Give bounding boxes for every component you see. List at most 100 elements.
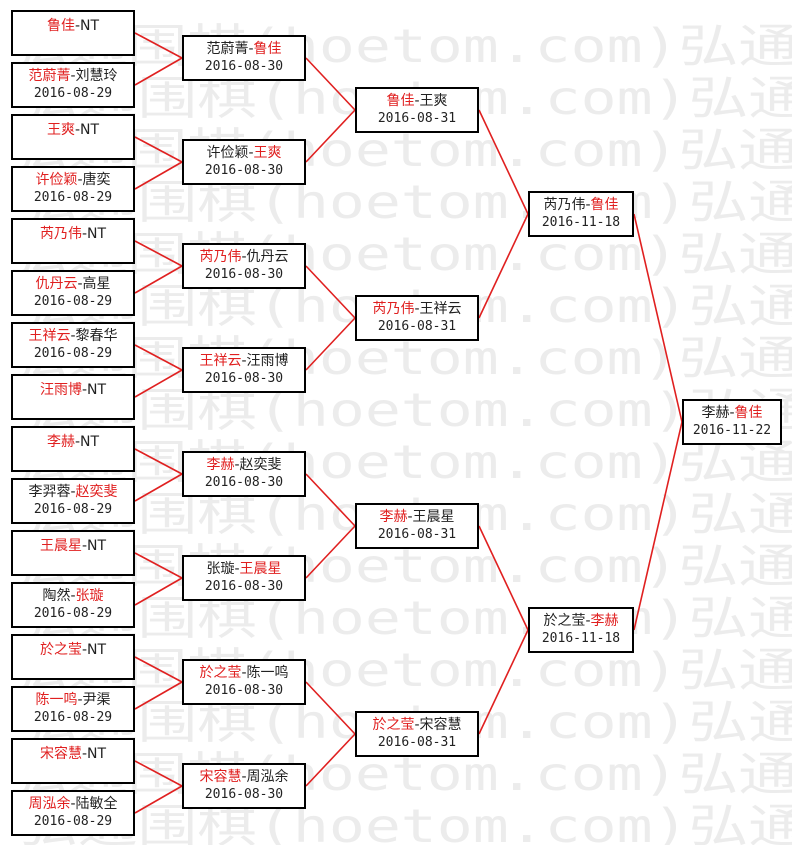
separator: - (70, 68, 76, 84)
match-box: 於之莹-NT (11, 634, 135, 680)
player-name: 赵奕斐 (239, 457, 282, 473)
connector-line (478, 213, 529, 319)
match-players: 李赫-NT (13, 433, 133, 451)
player-name: 汪雨博 (39, 382, 82, 398)
match-players: 汪雨博-NT (13, 381, 133, 399)
separator: - (70, 484, 76, 500)
player-name: 许俭颖 (206, 145, 249, 161)
separator: - (81, 382, 88, 398)
separator: - (729, 405, 735, 421)
player-name: 鲁佳 (386, 93, 415, 109)
match-players: 仇丹云-高星 (13, 275, 133, 293)
match-players: 李赫-赵奕斐 (184, 456, 304, 474)
connector-line (134, 240, 183, 267)
connector-line (134, 552, 183, 579)
player-name: 张璇 (206, 561, 235, 577)
player-name: 王晨星 (239, 561, 282, 577)
player-name: 李赫 (379, 509, 408, 525)
player-name: 鲁佳 (590, 197, 619, 213)
player-name: 陈一鸣 (35, 692, 78, 708)
player-name: 鲁佳 (734, 405, 763, 421)
connector-line (305, 681, 356, 735)
match-players: 周泓余-陆敏全 (13, 795, 133, 813)
player-name: 陆敏全 (75, 796, 118, 812)
player-name: 王祥云 (199, 353, 242, 369)
separator: - (248, 41, 254, 57)
player-name: 仇丹云 (35, 276, 78, 292)
match-players: 於之莹-李赫 (530, 612, 632, 630)
match-date: 2016-08-29 (33, 710, 113, 725)
player-name: NT (87, 382, 107, 398)
connector-line (478, 525, 529, 631)
match-date: 2016-08-30 (204, 683, 284, 698)
separator: - (81, 226, 88, 242)
match-date: 2016-08-30 (204, 267, 284, 282)
player-name: 鲁佳 (253, 41, 282, 57)
player-name: 李羿蓉 (28, 484, 71, 500)
match-players: 鲁佳-王爽 (357, 92, 477, 110)
match-box: 芮乃伟-NT (11, 218, 135, 264)
separator: - (241, 665, 247, 681)
match-players: 范蔚菁-刘慧玲 (13, 67, 133, 85)
player-name: 芮乃伟 (372, 301, 415, 317)
match-players: 王晨星-NT (13, 537, 133, 555)
match-box: 李羿蓉-赵奕斐 2016-08-29 (11, 478, 135, 524)
match-players: 许俭颖-王爽 (184, 144, 304, 162)
separator: - (74, 434, 81, 450)
match-players: 范蔚菁-鲁佳 (184, 40, 304, 58)
separator: - (74, 122, 81, 138)
connector-line (134, 760, 183, 787)
player-name: 刘慧玲 (75, 68, 118, 84)
match-players: 王祥云-黎春华 (13, 327, 133, 345)
match-date: 2016-08-30 (204, 787, 284, 802)
player-name: NT (80, 18, 100, 34)
player-name: 范蔚菁 (206, 41, 249, 57)
connector-line (134, 785, 183, 814)
match-date: 2016-08-31 (377, 319, 457, 334)
match-box: 鲁佳-NT (11, 10, 135, 56)
match-box: 宋容慧-NT (11, 738, 135, 784)
separator: - (241, 353, 247, 369)
player-name: 许俭颖 (35, 172, 78, 188)
connector-line (134, 161, 183, 190)
player-name: 尹渠 (82, 692, 111, 708)
player-name: 王祥云 (28, 328, 71, 344)
player-name: 王爽 (419, 93, 448, 109)
connector-line (134, 473, 183, 502)
connector-line (305, 57, 356, 111)
player-name: NT (80, 122, 100, 138)
match-players: 张璇-王晨星 (184, 560, 304, 578)
player-name: 芮乃伟 (543, 197, 586, 213)
player-name: 周泓余 (28, 796, 71, 812)
connector-line (134, 656, 183, 683)
connector-line (134, 681, 183, 710)
connector-line (305, 109, 356, 163)
separator: - (248, 145, 254, 161)
connector-line (134, 136, 183, 163)
player-name: NT (87, 538, 107, 554)
separator: - (70, 328, 76, 344)
player-name: 宋容慧 (199, 769, 242, 785)
connector-line (134, 344, 183, 371)
separator: - (407, 509, 413, 525)
player-name: 赵奕斐 (75, 484, 118, 500)
connector-line (134, 265, 183, 294)
match-date: 2016-08-29 (33, 502, 113, 517)
connector-line (134, 448, 183, 475)
match-players: 於之莹-陈一鸣 (184, 664, 304, 682)
match-box: 汪雨博-NT (11, 374, 135, 420)
match-date: 2016-08-29 (33, 294, 113, 309)
player-name: 张璇 (75, 588, 104, 604)
match-players: 於之莹-NT (13, 641, 133, 659)
